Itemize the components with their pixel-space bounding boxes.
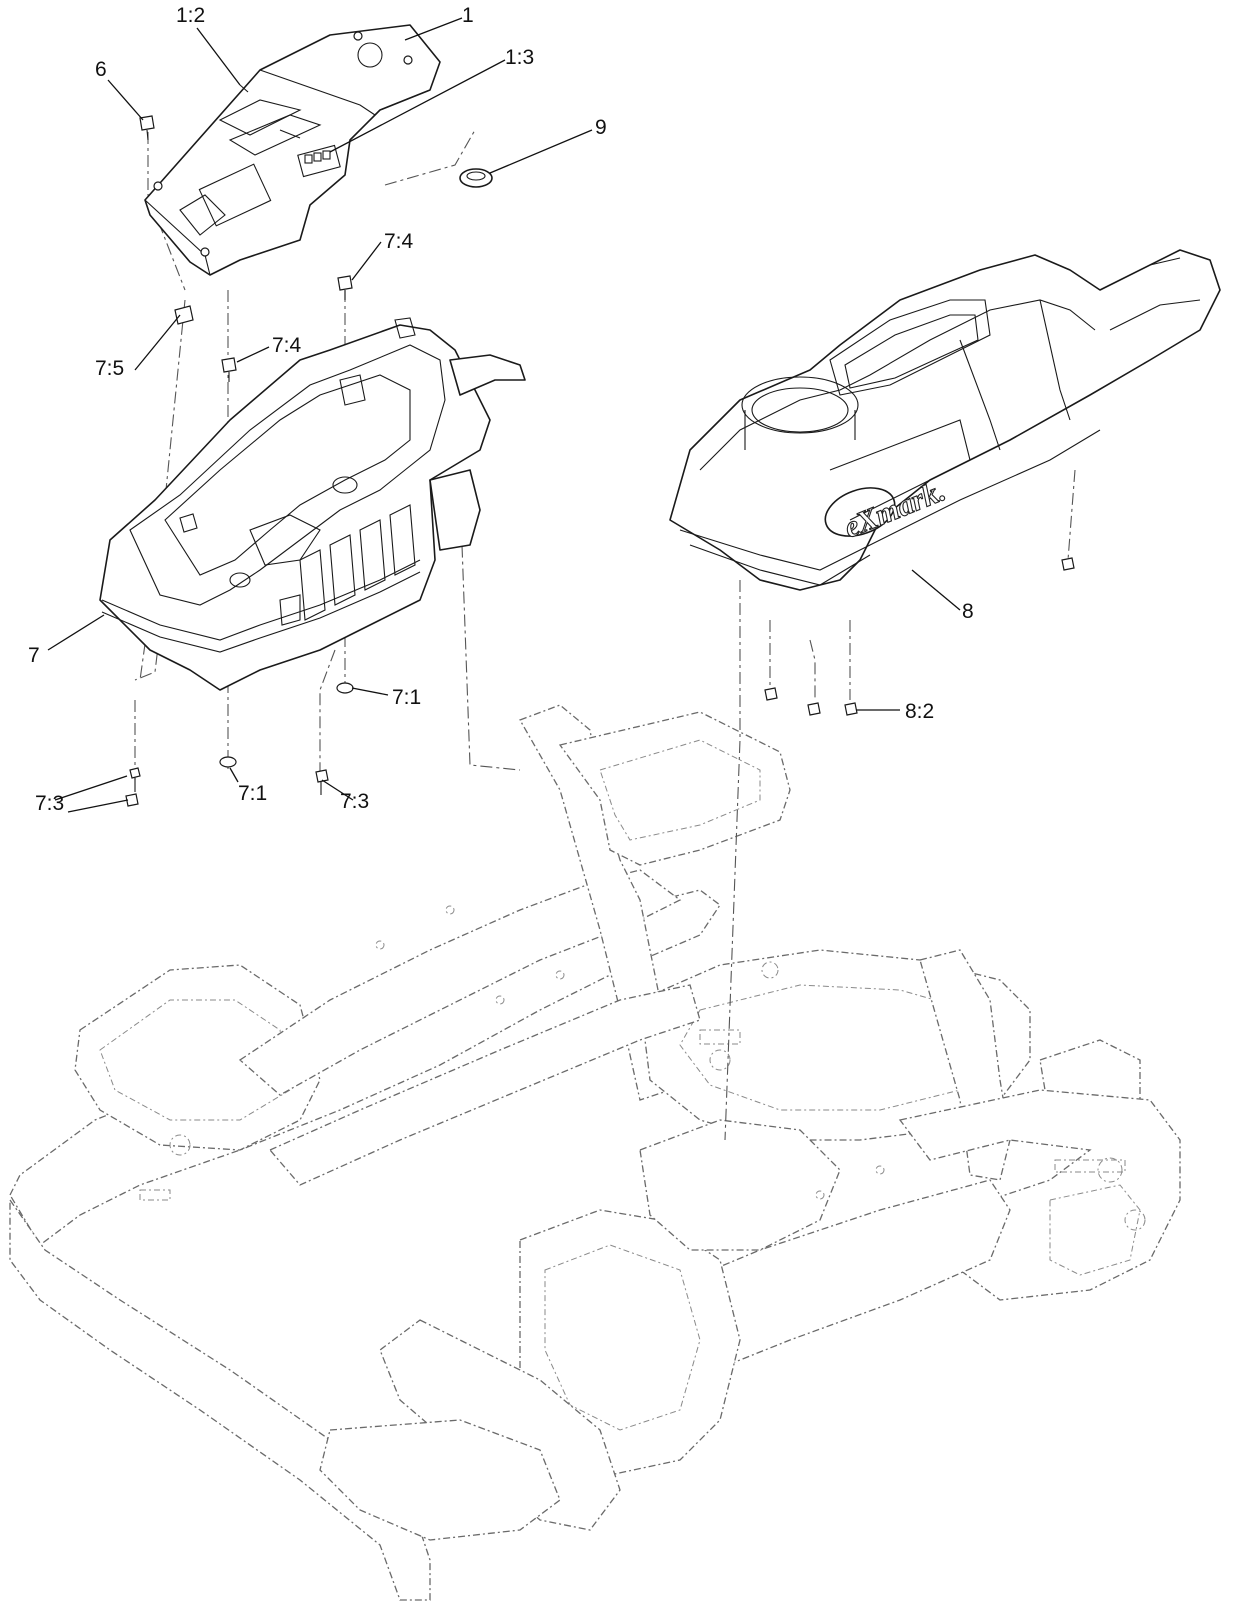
callout-labels: 1 1:2 1:3 6 9 7:4 7:4 7:5 7 7:1 7:1 7:3 … (28, 4, 974, 815)
screw-6 (139, 115, 155, 141)
mower-frame (9, 704, 1181, 1601)
callout-7-5: 7:5 (95, 357, 124, 380)
pod-fasteners (125, 275, 354, 807)
callout-7-1-right: 7:1 (392, 686, 421, 709)
grommet (459, 168, 493, 188)
left-control-pod (99, 317, 526, 691)
ribs (299, 504, 416, 621)
callout-8: 8 (962, 600, 974, 623)
callout-7: 7 (28, 644, 40, 667)
right-pod-fasteners (764, 557, 1075, 716)
callout-9: 9 (595, 116, 607, 139)
decal-buttons (304, 150, 331, 164)
callout-7-3-left: 7:3 (35, 792, 64, 815)
right-control-pod: eXmark. (669, 249, 1221, 591)
callout-1-2: 1:2 (176, 4, 205, 27)
callout-7-4-lower: 7:4 (272, 334, 302, 357)
callout-6: 6 (95, 58, 107, 81)
callout-8-2: 8:2 (905, 700, 934, 723)
callout-1: 1 (462, 4, 474, 27)
callout-7-1-left: 7:1 (238, 782, 267, 805)
callout-1-3: 1:3 (505, 46, 534, 69)
leader-lines (47, 17, 961, 813)
control-panel-cover (144, 24, 441, 276)
callout-7-3-right: 7:3 (340, 790, 369, 813)
callout-7-4-upper: 7:4 (384, 230, 414, 253)
